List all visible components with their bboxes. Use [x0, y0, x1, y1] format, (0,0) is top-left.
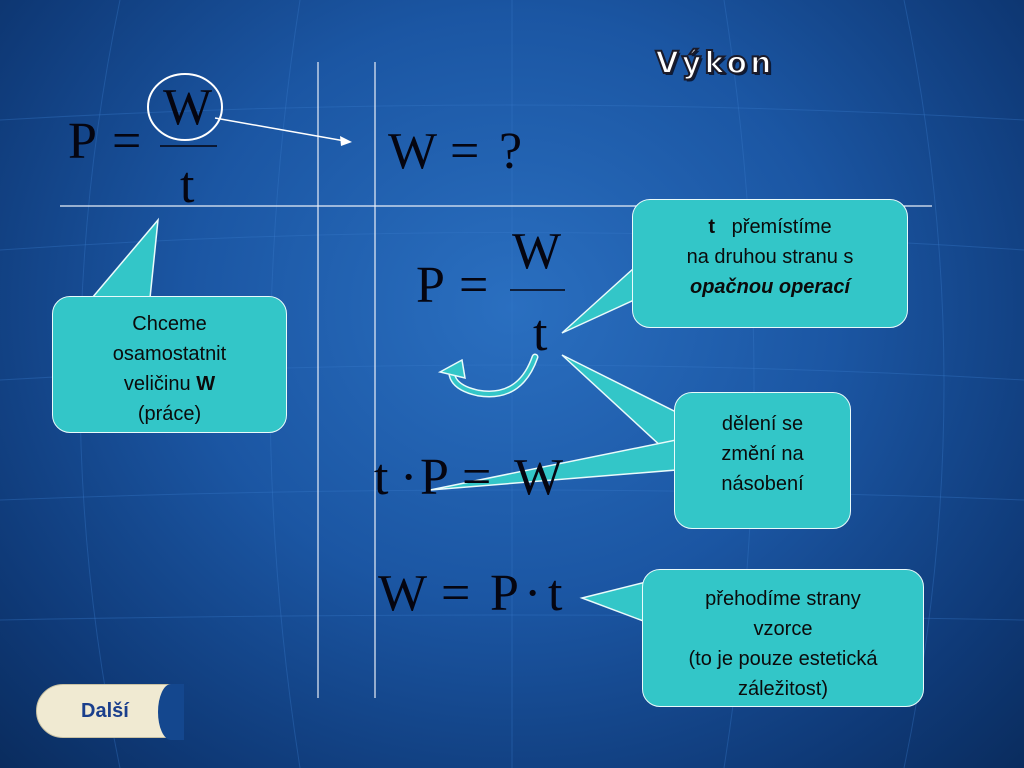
callout-isolate-line1: Chceme: [132, 313, 207, 335]
result-w: W: [378, 565, 428, 622]
next-button[interactable]: Další: [36, 684, 184, 740]
callout-division-line3: násobení: [721, 473, 804, 495]
slide-title: Výkon: [655, 45, 775, 82]
next-button-notch: [158, 684, 184, 740]
callout-division: dělení se změní na násobení: [674, 392, 851, 529]
callout-swap-line1: přehodíme strany: [705, 588, 861, 610]
callout-division-line1: dělení se: [721, 413, 804, 435]
callout-move-t: t přemístíme na druhou stranu s opačnou …: [632, 199, 908, 328]
copy-lhs: P: [416, 257, 445, 314]
formula-denominator: t: [180, 157, 195, 214]
callout-move-bold-t: t: [708, 216, 715, 238]
arrow-w-to-question: [214, 117, 346, 142]
mult-equals: =: [462, 449, 492, 506]
question-equals: =: [450, 123, 480, 180]
result-dot: ·: [524, 565, 542, 622]
formula-equals: =: [112, 113, 142, 170]
arrowhead: [340, 136, 352, 146]
callout-swap-line2: vzorce: [753, 618, 813, 640]
callout-move-line1: t přemístíme: [633, 212, 907, 242]
callout-move-line3: opačnou operací: [633, 272, 907, 302]
mult-w: W: [514, 449, 564, 506]
callout-division-line2: změní na: [721, 443, 804, 465]
callout-move-line1-rest: přemístíme: [714, 216, 832, 238]
mult-dot: ·: [400, 449, 418, 506]
callout-isolate-line4: (práce): [137, 403, 202, 425]
callout-move-line2: na druhou stranu s: [686, 246, 854, 268]
question-mark: ?: [499, 123, 523, 180]
highlight-circle-w: [147, 73, 223, 141]
callout-pointer-isolate: [90, 217, 159, 299]
callout-swap-line4: záležitost): [737, 678, 829, 700]
next-button-label: Další: [81, 700, 129, 722]
mult-p: P: [420, 449, 449, 506]
callout-pointer-swap: [579, 581, 647, 624]
callout-isolate-line2: osamostatnit: [112, 343, 227, 365]
copy-equals: =: [459, 257, 489, 314]
callout-swap: přehodíme strany vzorce (to je pouze est…: [642, 569, 924, 707]
callout-isolate: Chceme osamostatnit veličinu W (práce): [52, 296, 287, 433]
callout-swap-line3: (to je pouze estetická: [688, 648, 878, 670]
copy-numerator: W: [512, 223, 562, 280]
formula-numerator: W: [163, 79, 213, 136]
formula-lhs: P: [68, 113, 97, 170]
callout-isolate-line3-prefix: veličinu: [123, 373, 197, 395]
callout-isolate-line3: veličinu W: [53, 369, 286, 399]
mult-t: t: [374, 449, 389, 506]
curved-arrow-head: [437, 358, 466, 379]
question-lhs: W: [388, 123, 438, 180]
callout-pointer-move: [561, 266, 635, 334]
result-t: t: [548, 565, 563, 622]
copy-denominator: t: [533, 305, 548, 362]
callout-move-line3-bolditalic: opačnou operací: [689, 276, 851, 298]
result-equals: =: [441, 565, 471, 622]
callout-isolate-line3-bold: W: [196, 373, 216, 395]
result-p: P: [490, 565, 519, 622]
